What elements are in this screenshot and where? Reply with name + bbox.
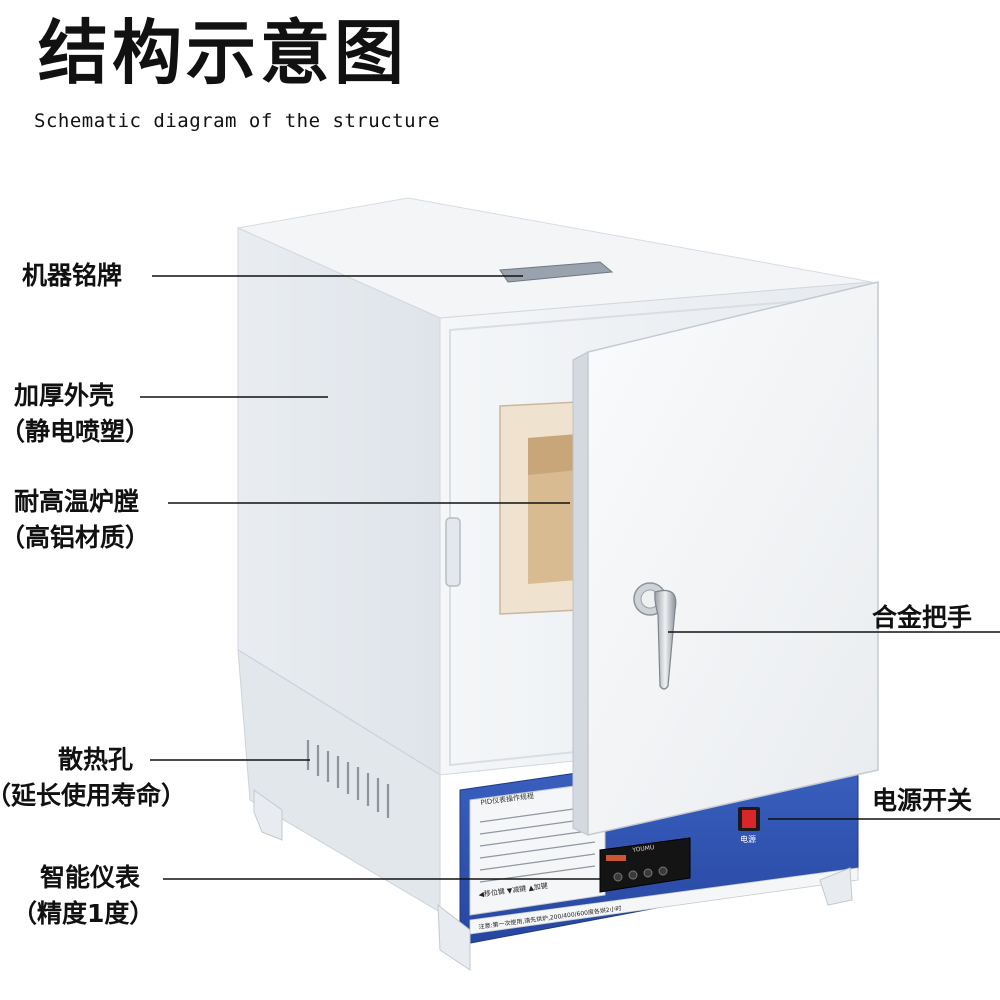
label-switch-text: 电源开关 <box>872 786 973 815</box>
controller-key-3 <box>643 868 653 878</box>
label-nameplate-text: 机器铭牌 <box>22 261 123 290</box>
instruction-panel <box>469 781 606 916</box>
vent-slots <box>306 740 390 818</box>
label-switch: 电源开关 <box>872 783 972 819</box>
label-shell-line2: （静电喷塑） <box>0 417 151 447</box>
door-latch <box>445 517 461 587</box>
smart-controller <box>599 837 691 893</box>
label-chamber-line2: （高铝材质） <box>0 523 151 553</box>
label-vents-line2: （延长使用寿命） <box>0 781 187 811</box>
label-meter-line1: 智能仪表 <box>40 863 141 892</box>
nameplate <box>499 261 614 283</box>
label-vents: 散热孔 （延长使用寿命） <box>0 742 186 815</box>
door-panel <box>587 281 879 836</box>
switch-label: 电源 <box>740 835 756 844</box>
controller-key-4 <box>658 866 668 876</box>
label-nameplate: 机器铭牌 <box>22 258 122 294</box>
label-handle: 合金把手 <box>872 600 972 636</box>
controller-key-1 <box>613 872 623 882</box>
page-subtitle: Schematic diagram of the structure <box>34 110 440 132</box>
label-chamber: 耐高温炉膛 （高铝材质） <box>0 484 150 557</box>
controller-key-2 <box>628 870 638 880</box>
door-side <box>572 351 589 836</box>
label-shell: 加厚外壳 （静电喷塑） <box>0 378 150 451</box>
leader-lines <box>140 275 1000 880</box>
foot-right <box>819 867 853 906</box>
label-meter-line2: （精度1度） <box>12 899 155 929</box>
label-shell-line1: 加厚外壳 <box>14 381 115 410</box>
page-title: 结构示意图 <box>38 12 408 94</box>
label-handle-text: 合金把手 <box>872 603 973 632</box>
label-meter: 智能仪表 （精度1度） <box>12 860 154 933</box>
handle-grip <box>654 589 677 690</box>
label-chamber-line1: 耐高温炉膛 <box>14 487 140 516</box>
label-vents-line1: 散热孔 <box>58 745 134 774</box>
foot-center <box>437 903 471 971</box>
foot-left <box>253 789 283 841</box>
